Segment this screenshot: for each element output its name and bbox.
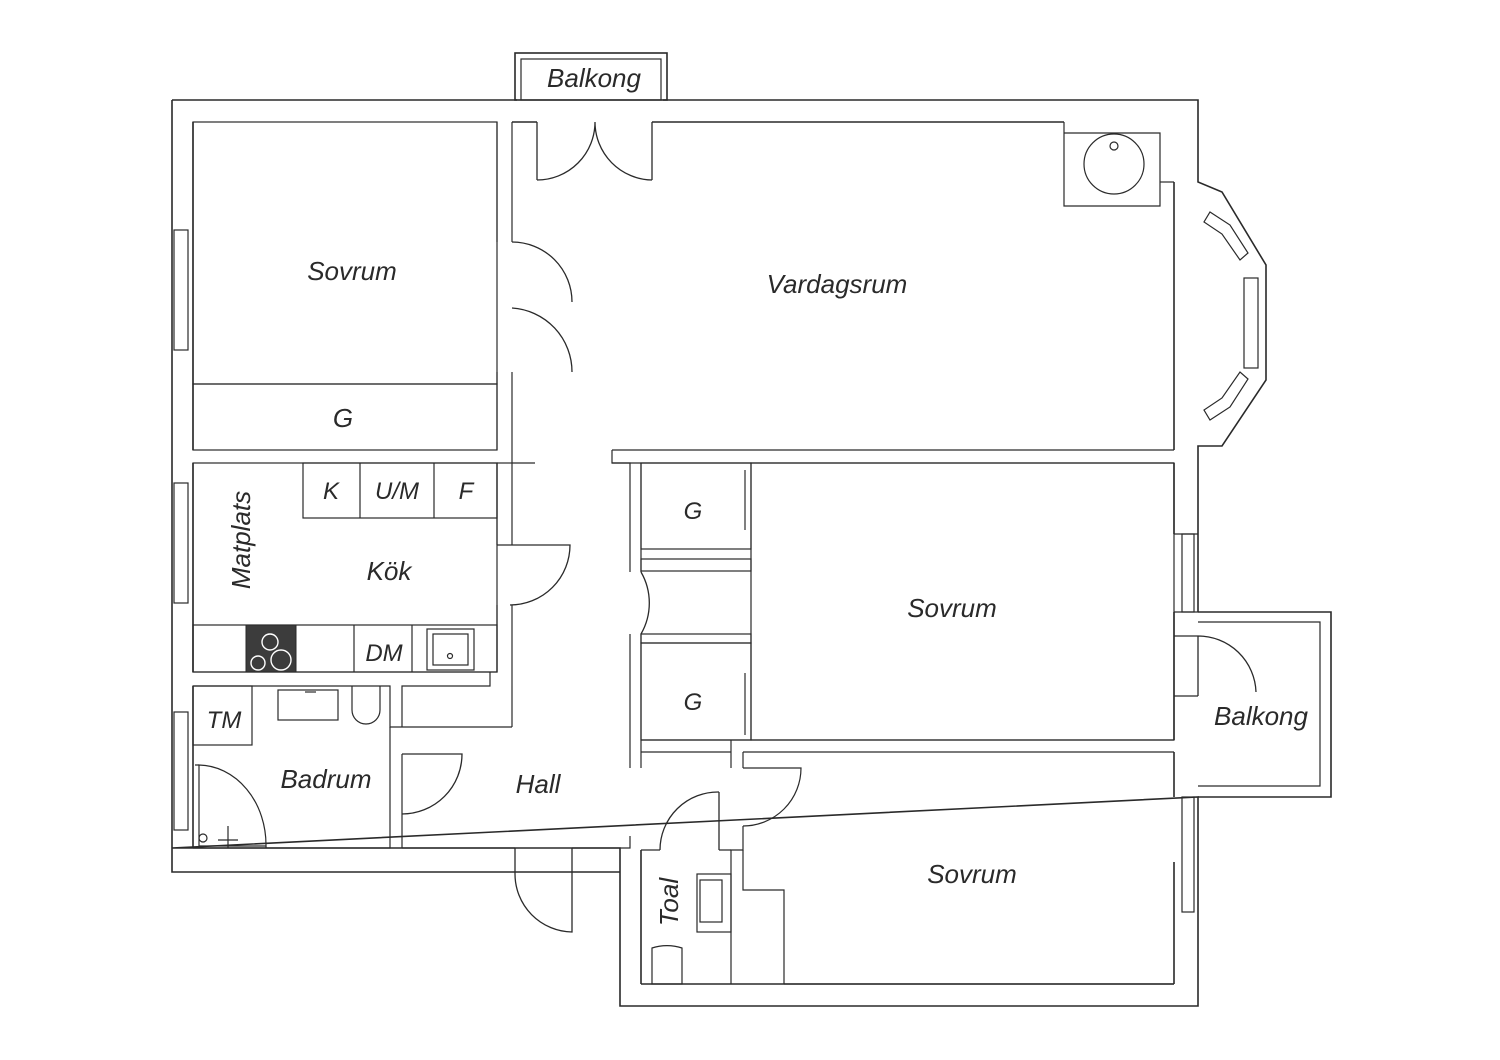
balcony-east <box>1198 611 1332 798</box>
label-hall: Hall <box>516 769 562 799</box>
window-icon <box>173 482 189 604</box>
balcony-top <box>514 52 668 181</box>
toilet-icon <box>651 945 683 985</box>
exterior-walls <box>171 99 1267 1007</box>
bathroom <box>192 672 513 849</box>
kitchen <box>173 229 535 831</box>
label-wardrobe-e2: G <box>684 689 703 716</box>
window-icon <box>1203 211 1249 261</box>
washbasin-icon <box>277 689 339 721</box>
label-bedroom-nw: Sovrum <box>307 256 397 286</box>
window-icon <box>173 711 189 831</box>
label-wardrobe-e1: G <box>684 498 703 525</box>
label-bathroom: Badrum <box>280 764 371 794</box>
living-room <box>611 122 1259 464</box>
label-bedroom-east: Sovrum <box>907 593 997 623</box>
label-bedroom-se: Sovrum <box>927 859 1017 889</box>
window-icon <box>173 229 189 351</box>
label-toilet: Toal <box>654 877 684 926</box>
window-icon <box>1243 277 1259 369</box>
bedroom-east <box>640 462 1257 768</box>
label-freezer: F <box>459 478 475 505</box>
sink-icon <box>426 628 475 671</box>
label-living-room: Vardagsrum <box>767 269 908 299</box>
doors-west <box>497 241 573 606</box>
window-icon <box>1181 796 1195 913</box>
label-balcony-top: Balkong <box>547 63 641 93</box>
bedroom-se <box>730 767 1195 985</box>
bedroom-nw-walls <box>192 121 513 451</box>
label-wardrobe-nw: G <box>333 403 353 433</box>
hall <box>402 462 650 933</box>
label-kitchen: Kök <box>367 556 414 586</box>
label-dryer: TM <box>207 707 242 734</box>
window-icon <box>1181 533 1195 613</box>
label-freezer-micro: U/M <box>375 478 419 505</box>
label-balcony-east: Balkong <box>1214 701 1308 731</box>
label-fridge: K <box>323 478 340 505</box>
window-icon <box>1203 371 1249 421</box>
room-labels: Balkong Sovrum Vardagsrum G K U/M F Matp… <box>207 63 1309 926</box>
stove-round-icon <box>1083 133 1145 195</box>
toilet <box>641 791 732 985</box>
washbasin-icon <box>696 873 732 933</box>
label-dishwasher: DM <box>365 640 402 667</box>
label-dining: Matplats <box>226 491 256 589</box>
